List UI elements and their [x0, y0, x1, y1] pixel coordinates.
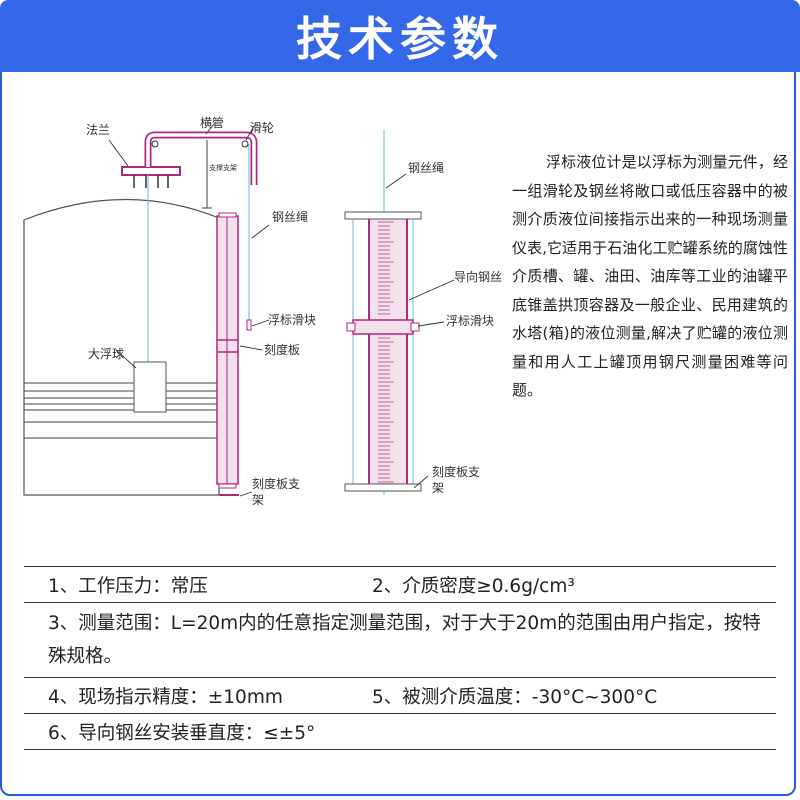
- cross-pipe-label: 横管: [200, 115, 224, 130]
- spec-list: 1、工作压力：常压 2、介质密度≥0.6g/cm³ 3、测量范围：L=20m内的…: [24, 566, 776, 750]
- float-slider-left-label: 浮标滑块: [268, 313, 316, 327]
- spec-range: 3、测量范围：L=20m内的任意指定测量范围，对于大于20m的范围由用户指定，按…: [48, 613, 761, 667]
- wire-rope-right-label: 钢丝绳: [408, 161, 444, 175]
- support-frame-label: 支撑支架: [209, 163, 237, 172]
- page-title: 技术参数: [296, 12, 504, 66]
- scale-bracket-right-label: 刻度板支架: [432, 464, 480, 495]
- spec-row-1: 1、工作压力：常压 2、介质密度≥0.6g/cm³: [24, 566, 776, 603]
- float-level-gauge-diagram: 支撑支架 法兰 横管 滑轮 钢丝绳 浮标滑块 大浮球 刻度板 刻度板支架: [23, 115, 502, 507]
- spec-verticality: 6、导向钢丝安装垂直度：≤±5°: [48, 722, 316, 744]
- pulley-left: [151, 140, 159, 148]
- description-paragraph: 浮标液位计是以浮标为测量元件，经一组滑轮及钢丝将敞口或低压容器中的被测介质液位间…: [512, 153, 788, 399]
- flange-label: 法兰: [86, 123, 110, 137]
- spec-row-2: 3、测量范围：L=20m内的任意指定测量范围，对于大于20m的范围由用户指定，按…: [24, 603, 776, 678]
- spec-row-3: 4、现场指示精度：±10mm 5、被测介质温度：-30°C~300°C: [24, 678, 776, 714]
- pulley-right: [241, 140, 249, 148]
- flange: [121, 166, 181, 176]
- guide-wire-label: 导向钢丝: [454, 269, 502, 284]
- spec-density: 2、介质密度≥0.6g/cm³: [372, 575, 575, 597]
- spec-temperature: 5、被测介质温度：-30°C~300°C: [372, 686, 658, 708]
- scale-bracket-left-label: 刻度板支架: [252, 476, 300, 507]
- scale-ticks: [378, 221, 394, 483]
- big-float: [133, 361, 167, 413]
- scale-plate-label: 刻度板: [264, 342, 300, 357]
- title-banner: 技术参数: [0, 0, 800, 72]
- spec-accuracy: 4、现场指示精度：±10mm: [48, 686, 283, 708]
- spec-pressure: 1、工作压力：常压: [48, 575, 208, 597]
- tank: [23, 198, 220, 496]
- float-slider-right-label: 浮标滑块: [446, 314, 494, 328]
- cross-pipe: [144, 131, 258, 185]
- scale-plate-right: [368, 215, 408, 489]
- big-float-label: 大浮球: [88, 347, 124, 361]
- wire-rope-left-label: 钢丝绳: [272, 210, 308, 224]
- pulley-label: 滑轮: [250, 121, 274, 135]
- spec-row-4: 6、导向钢丝安装垂直度：≤±5°: [24, 714, 776, 750]
- float-slider-right: [352, 319, 414, 335]
